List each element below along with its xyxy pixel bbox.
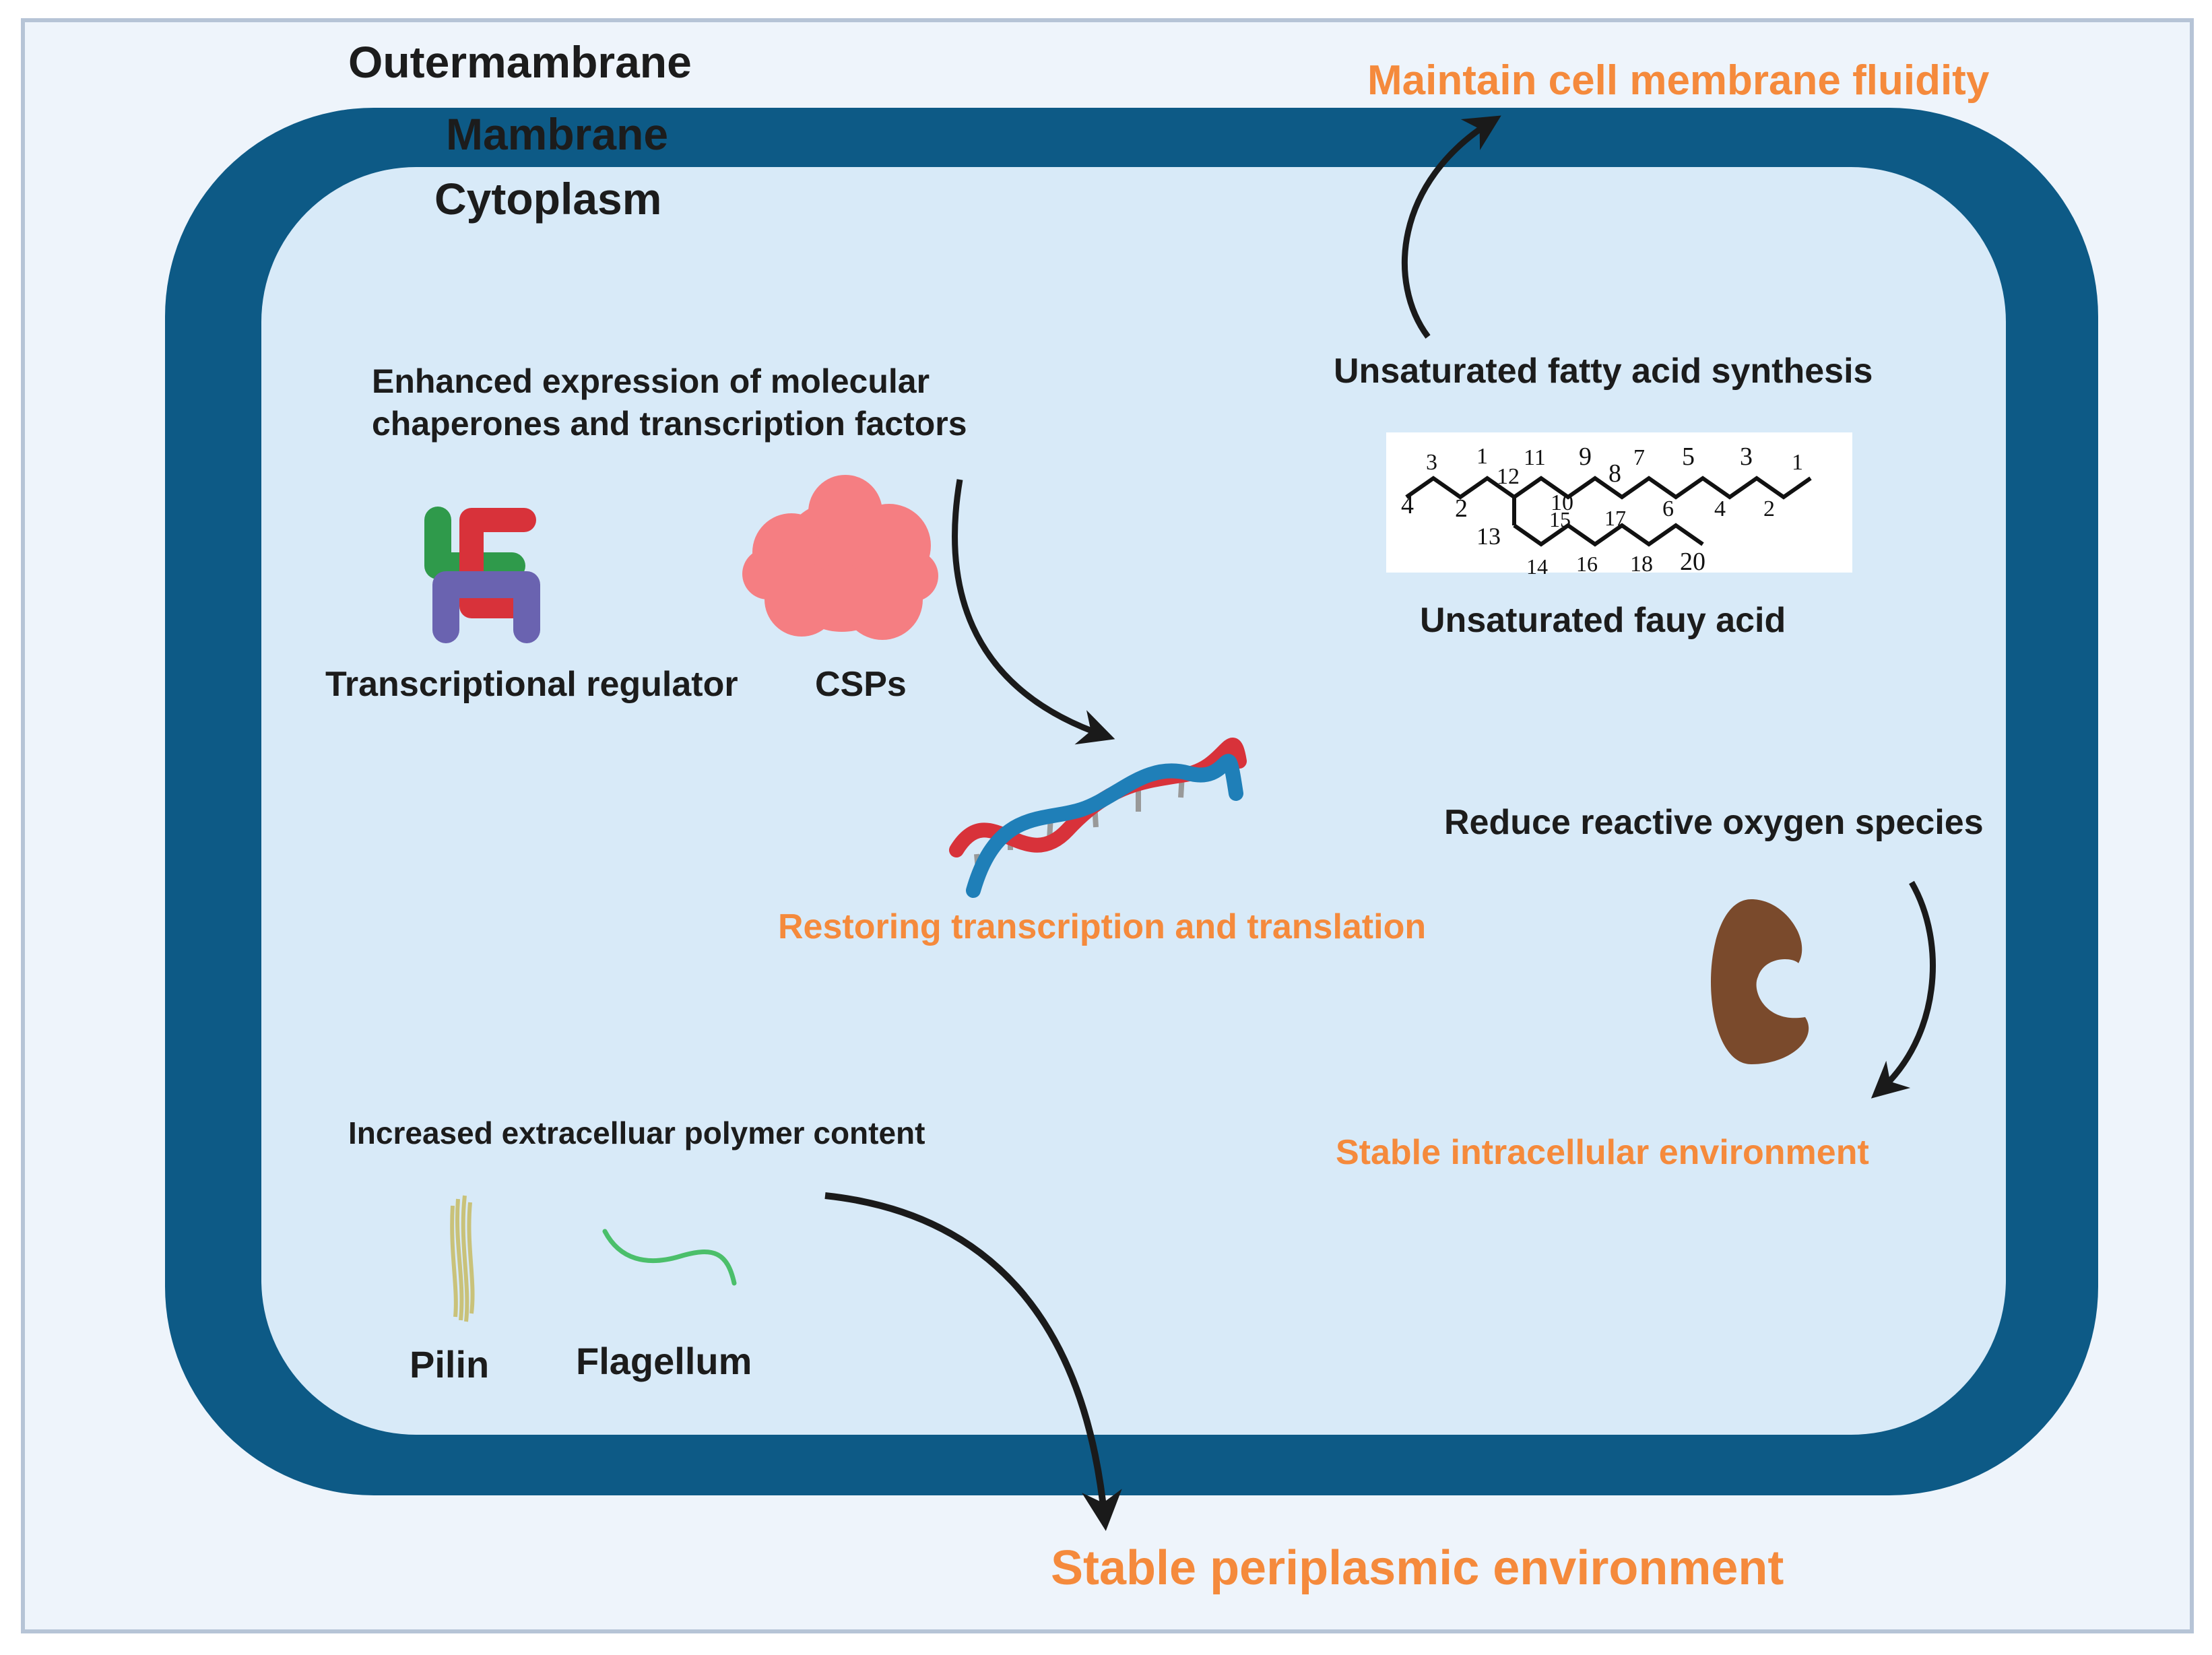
carbon-number: 20 — [1680, 548, 1705, 576]
carbon-number: 2 — [1455, 494, 1468, 523]
carbon-number: 17 — [1604, 506, 1626, 530]
ros-scavenger-icon — [1711, 899, 1809, 1064]
carbon-number: 10 — [1551, 490, 1573, 515]
extracellular-polymer-label: Increased extracelluar polymer content — [348, 1115, 925, 1150]
fatty-acid-synthesis-label: Unsaturated fatty acid synthesis — [1334, 352, 1873, 391]
intracellular-environment-result: Stable intracellular environment — [1336, 1133, 1869, 1172]
chaperones-label-line2: chaperones and transcription factors — [372, 405, 967, 443]
periplasmic-environment-result: Stable periplasmic environment — [1051, 1541, 1784, 1595]
carbon-number: 8 — [1608, 459, 1621, 488]
carbon-number: 13 — [1476, 523, 1501, 550]
carbon-number: 6 — [1662, 496, 1674, 521]
transcriptional-regulator-icon — [424, 507, 540, 643]
chaperones-label-line1: Enhanced expression of molecular — [372, 362, 930, 400]
carbon-number: 2 — [1763, 496, 1775, 521]
carbon-number: 14 — [1526, 554, 1548, 579]
unsaturated-fatty-acid-structure: 3 1 12 11 9 8 7 5 3 1 4 2 10 15 17 6 4 2… — [1386, 432, 1852, 579]
carbon-number: 3 — [1426, 450, 1437, 475]
carbon-number: 11 — [1524, 445, 1546, 470]
csps-icon — [742, 475, 938, 640]
ros-arrow — [1871, 880, 1936, 1099]
carbon-number: 7 — [1633, 445, 1645, 470]
pilin-icon — [450, 1195, 475, 1322]
main-carbon-chain — [1405, 476, 1812, 500]
fatty-acid-caption: Unsaturated fauy acid — [1420, 601, 1786, 640]
reduce-ros-label: Reduce reactive oxygen species — [1444, 803, 1984, 842]
branch-carbon-chain — [1513, 523, 1704, 547]
carbon-number: 9 — [1579, 443, 1592, 471]
dna-helix-icon — [949, 737, 1247, 898]
carbon-number: 4 — [1714, 496, 1726, 521]
carbon-number: 15 — [1549, 507, 1571, 531]
transcriptional-regulator-label: Transcriptional regulator — [325, 665, 738, 704]
membrane-fluidity-result: Maintain cell membrane fluidity — [1367, 57, 1990, 104]
flagellum-icon — [602, 1229, 737, 1286]
carbon-number: 5 — [1682, 443, 1695, 471]
carbon-number: 4 — [1401, 491, 1414, 519]
carbon-number: 3 — [1740, 443, 1753, 471]
membrane-label: Mambrane — [446, 109, 668, 159]
carbon-number: 16 — [1576, 552, 1598, 576]
fluidity-arrow — [1401, 115, 1501, 339]
carbon-number: 12 — [1497, 464, 1520, 489]
csps-label: CSPs — [815, 665, 907, 704]
carbon-number: 1 — [1476, 444, 1488, 469]
chaperones-arrow — [952, 479, 1115, 745]
cytoplasm-label: Cytoplasm — [434, 174, 661, 224]
periplasmic-arrow — [824, 1192, 1122, 1531]
transcription-translation-result: Restoring transcription and translation — [778, 907, 1426, 946]
outer-membrane-label: Outermambrane — [348, 37, 692, 87]
pilin-label: Pilin — [410, 1343, 489, 1386]
carbon-number: 18 — [1630, 552, 1653, 577]
carbon-number: 1 — [1792, 450, 1803, 475]
flagellum-label: Flagellum — [576, 1340, 752, 1382]
